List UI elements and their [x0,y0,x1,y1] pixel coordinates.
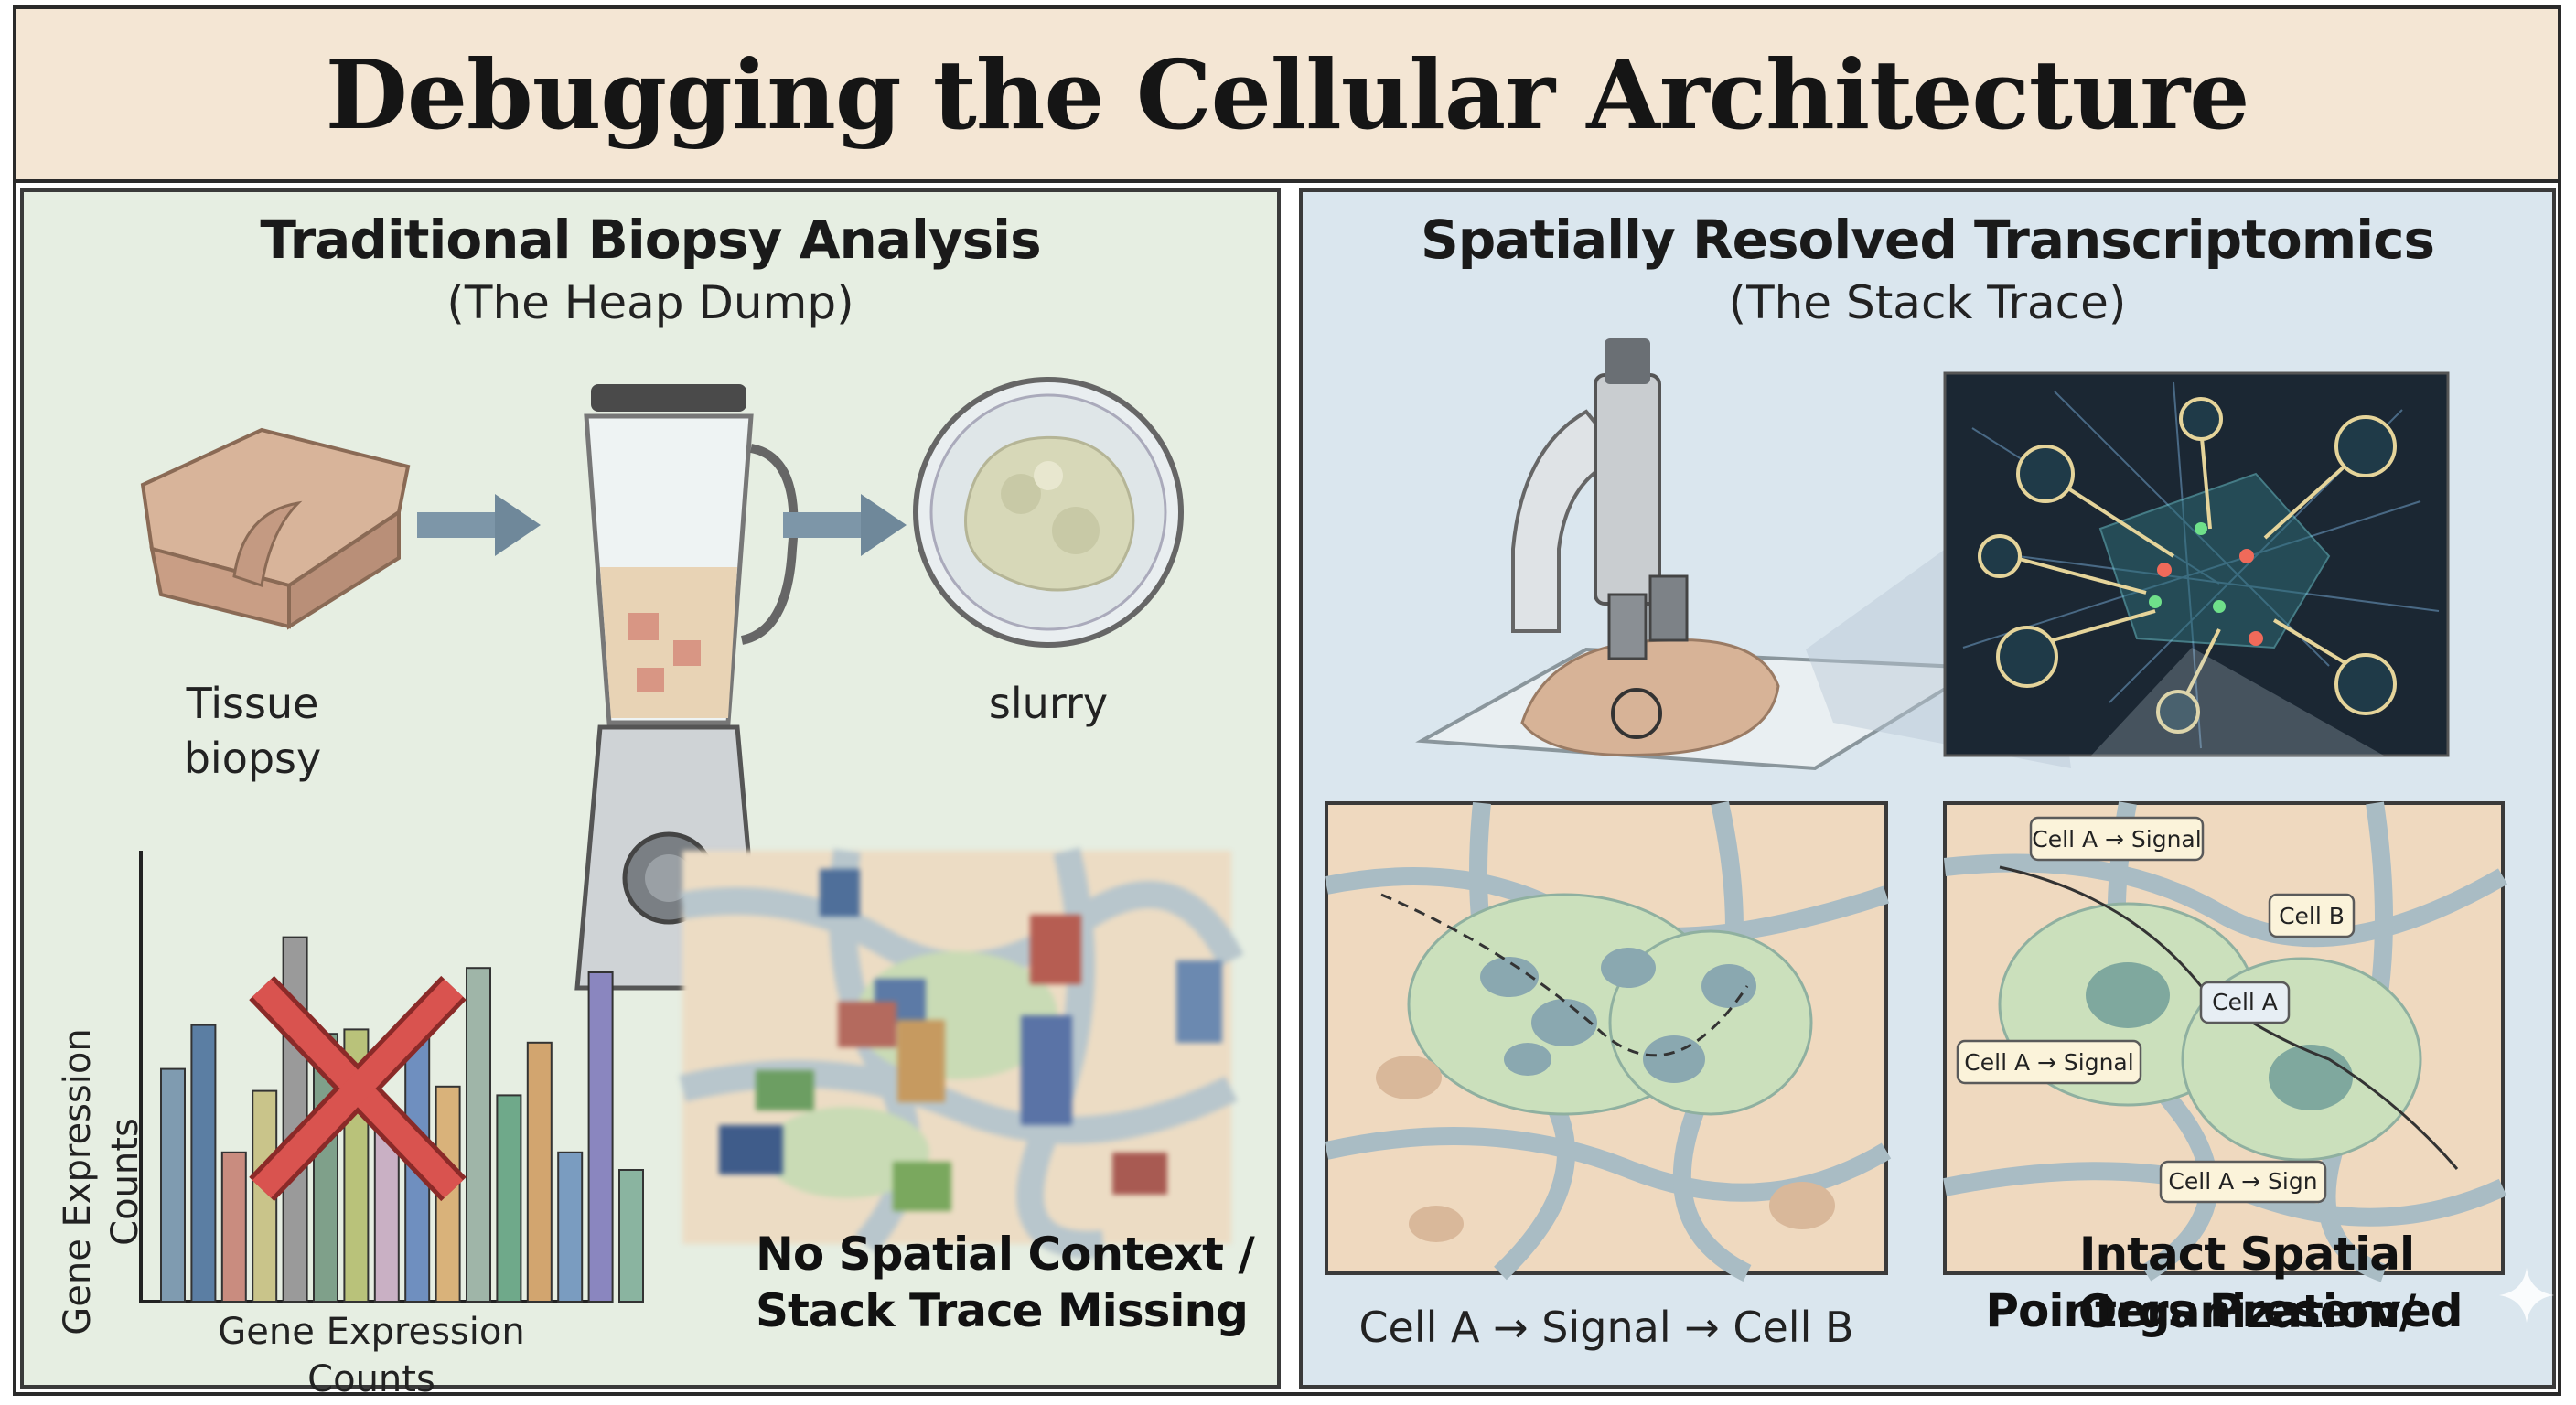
right-caption-line1: Intact Spatial Organization/ [2077,1228,2417,1338]
bar-2 [190,1024,217,1303]
outer-frame [13,5,2561,1396]
right-panel-subtitle: (The Stack Trace) [1728,276,2127,329]
svg-text:Cell A: Cell A [2212,989,2278,1015]
bar-12 [496,1094,522,1303]
tissue-zoom-left [1324,800,1892,1282]
tissue-zoom-right: Cell A → Signal Cell B Cell A Cell A → S… [1943,801,2508,1282]
tissue-biopsy-icon [140,427,411,630]
right-caption-line2: Pointers Preserved [1985,1284,2463,1337]
callout-cell-b: Cell B [2268,893,2356,938]
bar-15 [587,971,614,1303]
tissue-label-line1: Tissue [186,679,319,728]
microscope-icon [1415,338,2071,771]
left-panel-title: Traditional Biopsy Analysis [260,209,1041,271]
bar-8 [373,1125,400,1303]
slurry-dish-icon [913,377,1184,648]
callout-cell-a: Cell A [2199,981,2291,1024]
blender-icon [574,384,799,991]
right-panel-title: Spatially Resolved Transcriptomics [1421,209,2435,271]
bar-chart [139,851,644,1303]
svg-text:Cell A → Sign: Cell A → Sign [2168,1168,2317,1195]
bar-3 [220,1151,247,1303]
slurry-label: slurry [988,679,1109,728]
right-panel: Spatially Resolved Transcriptomics (The … [1299,188,2556,1389]
svg-text:Cell B: Cell B [2279,903,2345,929]
chart-x-label: Gene Expression Counts [218,1311,525,1400]
left-panel-subtitle: (The Heap Dump) [446,276,854,329]
bar-13 [526,1041,553,1303]
bar-14 [557,1151,584,1303]
blurred-tissue-map [679,847,1244,1259]
arrow-right-icon-2 [783,494,907,556]
left-caption-line1: No Spatial Context / [756,1228,1255,1281]
title-banner: Debugging the Cellular Architecture [16,9,2558,183]
tissue-label-line2: biopsy [183,734,322,783]
left-panel: Traditional Biopsy Analysis (The Heap Du… [20,188,1281,1400]
red-x-icon [249,975,467,1202]
svg-text:Cell A → Signal: Cell A → Signal [1964,1049,2133,1076]
callout-cell-a-sign: Cell A → Sign [2159,1160,2327,1204]
chart-y-label: Gene Expression Counts [57,1028,146,1335]
bar-16 [618,1169,644,1303]
sparkle-icon [2499,1268,2554,1323]
svg-text:Cell A → Signal: Cell A → Signal [2032,826,2201,853]
arrow-right-icon [417,494,541,556]
callout-cell-a-signal-left: Cell A → Signal [1956,1039,2142,1085]
bar-11 [466,967,491,1303]
page-title: Debugging the Cellular Architecture [325,38,2250,151]
network-inset [1943,371,2450,757]
callout-cell-a-signal-top: Cell A → Signal [2029,816,2205,862]
bar-1 [160,1067,186,1303]
pathway-label: Cell A → Signal → Cell B [1358,1303,1854,1352]
left-caption-line2: Stack Trace Missing [756,1284,1249,1337]
